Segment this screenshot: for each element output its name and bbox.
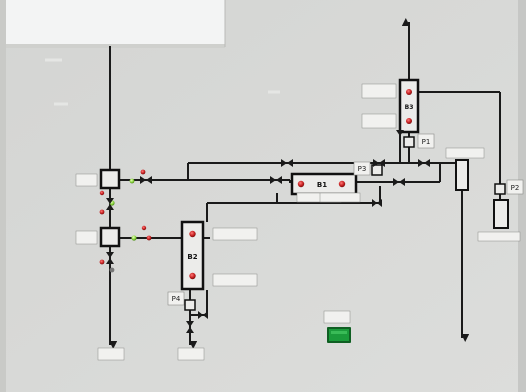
unit-box <box>101 170 119 188</box>
paper-sheet <box>6 0 225 48</box>
lamp-icon <box>100 210 105 215</box>
lamp-icon <box>110 268 115 273</box>
p2-label: P2 <box>511 184 520 192</box>
vessel-body <box>494 200 508 228</box>
tank-body <box>456 160 468 190</box>
destination-tag-center <box>178 348 204 360</box>
lamp-icon <box>141 170 146 175</box>
b2-tag-upper <box>213 228 257 240</box>
lamp-icon <box>406 89 412 95</box>
unit-tag <box>76 231 97 244</box>
b3-label: B3 <box>405 104 414 111</box>
button-tag <box>324 311 350 323</box>
tank-tag <box>446 148 484 158</box>
b3-tag-upper <box>362 84 396 98</box>
b2-tag-lower <box>213 274 257 286</box>
unit-tag <box>76 174 97 186</box>
b3-tag-lower <box>362 114 396 128</box>
lamp-icon <box>339 181 345 187</box>
pump-icon <box>495 184 505 194</box>
b1-label: B1 <box>317 181 327 189</box>
lamp-icon <box>131 235 136 240</box>
push-button-icon[interactable] <box>324 311 351 343</box>
b1-tag-2 <box>320 193 360 202</box>
right-edge-shadow <box>518 0 526 392</box>
b2-label: B2 <box>187 253 197 261</box>
unit-box <box>101 228 119 246</box>
lamp-icon <box>298 181 304 187</box>
button-highlight <box>331 331 347 334</box>
vessel-tag <box>478 232 520 241</box>
p4-label: P4 <box>172 295 181 303</box>
left-edge-shadow <box>0 0 6 392</box>
b2-unit[interactable]: B2 <box>182 222 203 289</box>
destination-tag-left <box>98 348 124 360</box>
p3-label: P3 <box>358 165 367 173</box>
lamp-icon <box>147 236 152 241</box>
lamp-icon <box>189 273 195 279</box>
lamp-icon <box>406 118 412 124</box>
lamp-icon <box>100 191 104 195</box>
lamp-icon <box>100 260 105 265</box>
pump-icon <box>185 300 195 310</box>
pump-icon <box>404 137 414 147</box>
b3-unit[interactable]: B3 <box>400 80 418 132</box>
green-button[interactable] <box>329 329 349 341</box>
p1-label: P1 <box>422 138 431 146</box>
lamp-icon <box>130 179 135 184</box>
lamp-icon <box>189 231 195 237</box>
lamp-icon <box>142 226 146 230</box>
b1-unit[interactable]: B1 <box>292 174 356 194</box>
